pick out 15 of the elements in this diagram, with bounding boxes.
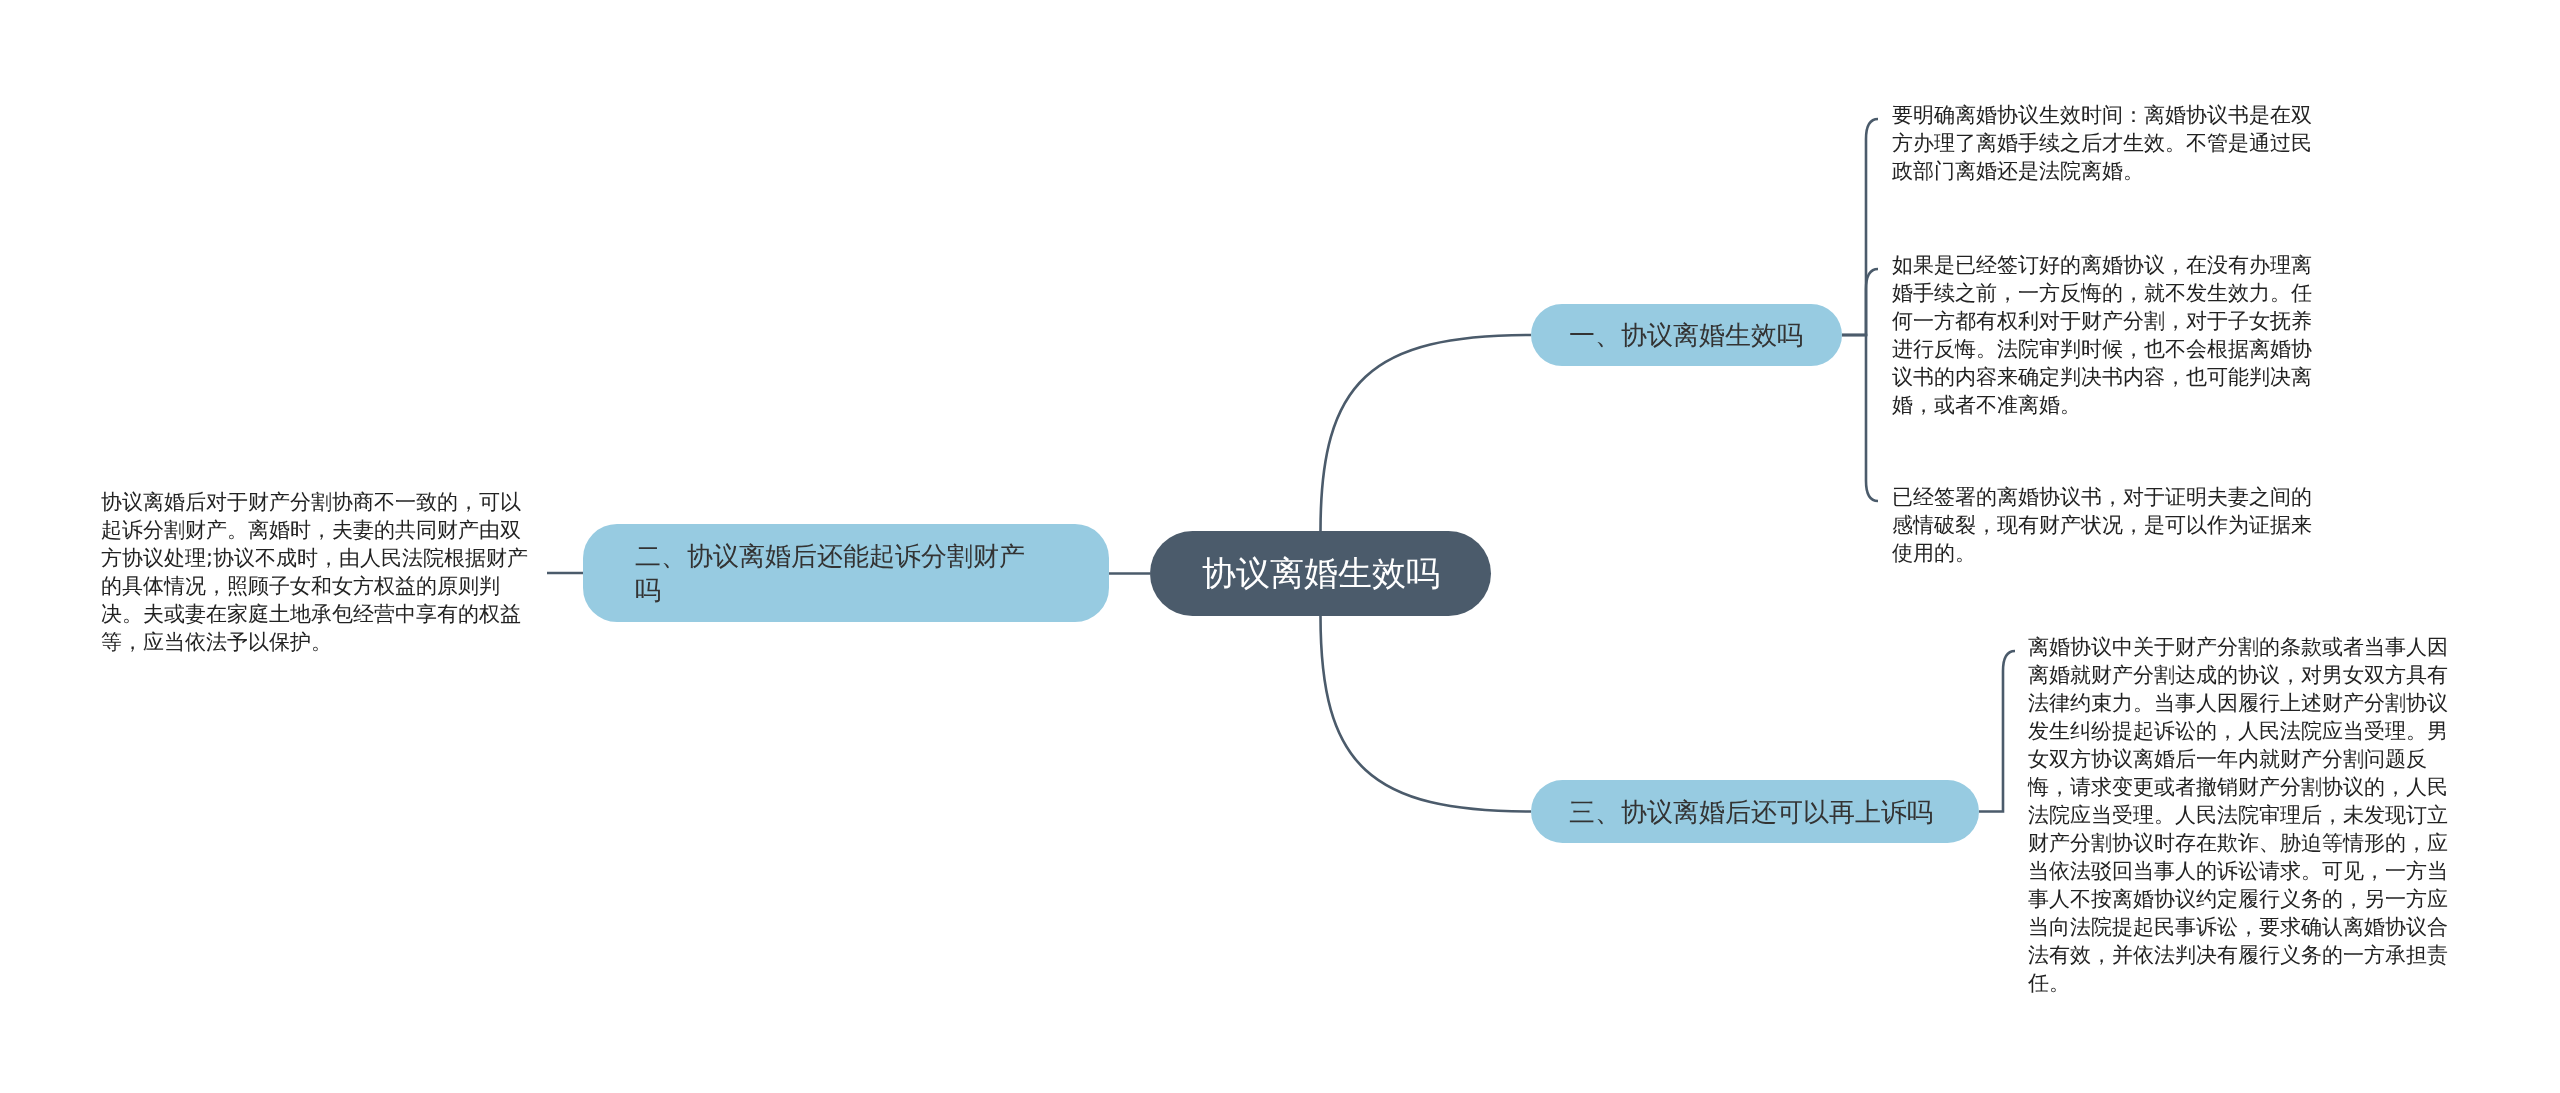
central-topic: 协议离婚生效吗 [1150,531,1491,616]
note-text: 已经签署的离婚协议书，对于证明夫妻之间的感情破裂，现有财产状况，是可以作为证据来使用的。 [1892,483,2332,567]
topic-box: 二、协议离婚后还能起诉分割财产吗 [583,524,1109,622]
note-text: 如果是已经签订好的离婚协议，在没有办理离婚手续之前，一方反悔的，就不发生效力。任何一方都有权利对于财产分割，对于子女抚养进行反悔。法院审判时候，也不会根据离婚协议书的内容来确定判决书内容，也可能判决离婚，或者不准离婚。 [1892,251,2332,419]
connector-line [1842,333,1879,503]
connector-line [1319,615,1532,813]
note-text: 协议离婚后对于财产分割协商不一致的，可以起诉分割财产。离婚时，夫妻的共同财产由双方协议处理;协议不成时，由人民法院根据财产的具体情况，照顾子女和女方权益的原则判决。夫或妻在家庭土地承包经营中享有的权益等，应当依法予以保护。 [101,488,541,656]
topic-box: 一、协议离婚生效吗 [1531,304,1842,366]
connector-line [1979,649,2016,813]
connector-line [1109,572,1150,575]
note-text: 要明确离婚协议生效时间：离婚协议书是在双方办理了离婚手续之后才生效。不管是通过民政部门离婚还是法院离婚。 [1892,101,2332,185]
connector-line [1319,333,1532,532]
connector-line [547,571,583,575]
note-text: 离婚协议中关于财产分割的条款或者当事人因离婚就财产分割达成的协议，对男女双方具有法律约束力。当事人因履行上述财产分割协议发生纠纷提起诉讼的，人民法院应当受理。男女双方协议离婚后一年内就财产分割问题反悔，请求变更或者撤销财产分割协议的，人民法院应当受理。人民法院审理后，未发现订立财产分割协议时存在欺诈、胁迫等情形的，应当依法驳回当事人的诉讼请求。可见，一方当事人不按离婚协议约定履行义务的，另一方应当向法院提起民事诉讼，要求确认离婚协议合法有效，并依法判决有履行义务的一方承担责任。 [2028,633,2468,997]
topic-box: 三、协议离婚后还可以再上诉吗 [1531,780,1979,843]
